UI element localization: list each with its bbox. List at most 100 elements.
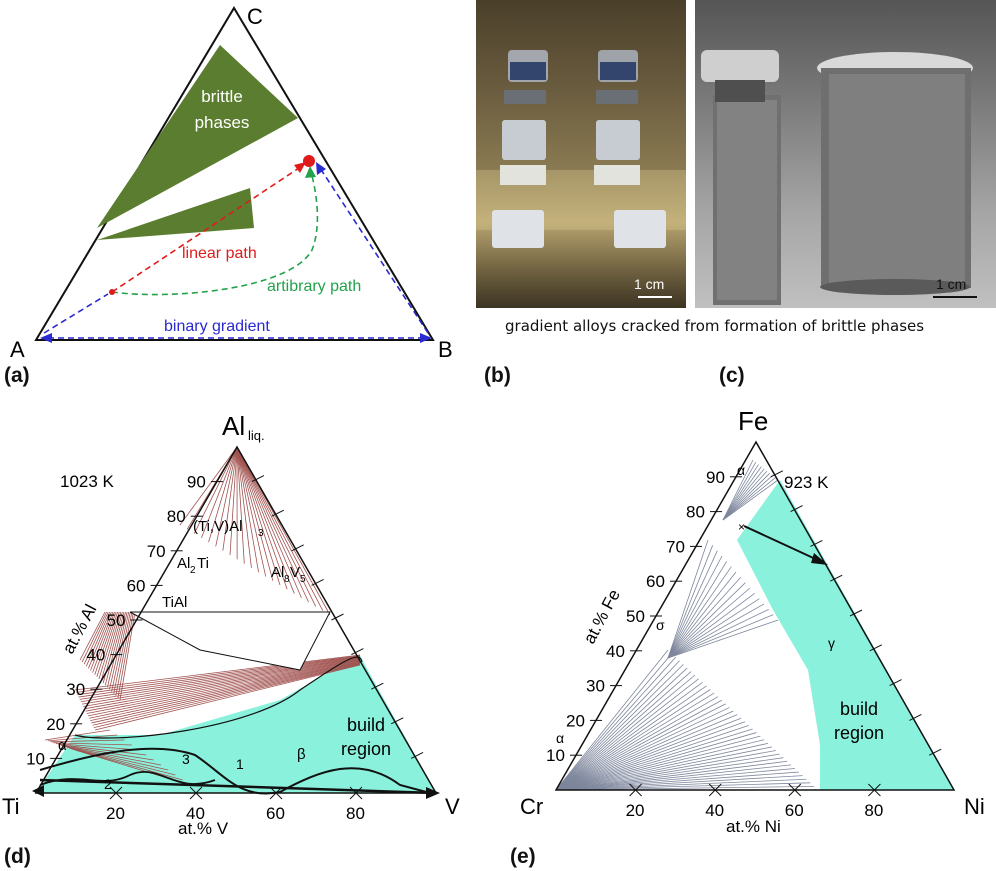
phase-al2ti-al: Al bbox=[177, 555, 190, 572]
tie-line bbox=[113, 611, 131, 694]
tie-line bbox=[236, 446, 252, 568]
tick-label: 10 bbox=[26, 749, 45, 768]
tie-line bbox=[83, 611, 109, 665]
tick-mark bbox=[629, 783, 642, 797]
tie-line bbox=[88, 611, 112, 669]
binary-b-segment bbox=[319, 167, 429, 334]
marker-e: × bbox=[738, 520, 745, 534]
build-boundary-d bbox=[74, 656, 363, 739]
tick-label: 80 bbox=[686, 503, 705, 522]
tick-label: 40 bbox=[606, 642, 625, 661]
tick-label: 20 bbox=[626, 801, 645, 820]
tie-line bbox=[667, 619, 779, 659]
tie-line bbox=[84, 659, 361, 710]
tick-mark bbox=[788, 783, 802, 797]
temp-label-d: 1023 K bbox=[60, 472, 115, 491]
tie-line bbox=[555, 732, 757, 791]
tie-line bbox=[106, 611, 126, 688]
alpha-bottom-e: α bbox=[556, 730, 564, 746]
brittle-phase-region-upper bbox=[97, 45, 298, 228]
path-arrow-right bbox=[426, 787, 440, 799]
gamma-e: γ bbox=[828, 635, 835, 651]
tie-line bbox=[555, 685, 707, 791]
tick-label: 70 bbox=[147, 542, 166, 561]
tie-line bbox=[722, 475, 773, 521]
binary-arrow-left bbox=[40, 333, 52, 343]
path-arrow-left bbox=[32, 785, 44, 797]
tie-line bbox=[236, 446, 309, 603]
tie-line bbox=[555, 728, 753, 791]
tie-line bbox=[555, 757, 784, 791]
panel-c-photo: 1 cm bbox=[695, 0, 996, 308]
build-label-d-1: build bbox=[347, 715, 385, 735]
tie-line bbox=[236, 446, 274, 581]
path-3-label: 3 bbox=[182, 751, 190, 767]
tie-line bbox=[555, 671, 692, 791]
tie-line bbox=[47, 734, 118, 742]
tie-line bbox=[667, 555, 723, 659]
build-label-e-1: build bbox=[840, 699, 878, 719]
phase-tial: TiAl bbox=[162, 594, 187, 611]
vertex-ti: Ti bbox=[2, 794, 20, 819]
tie-line bbox=[64, 745, 161, 766]
tie-line bbox=[555, 653, 673, 791]
tie-line bbox=[117, 611, 134, 698]
tie-line bbox=[555, 681, 703, 791]
tick-mark bbox=[770, 470, 784, 478]
tick-label: 70 bbox=[666, 537, 685, 556]
tie-line bbox=[236, 446, 288, 590]
tie-line bbox=[79, 656, 361, 700]
panel-a-diagram: brittle phases linear path artibrary pat… bbox=[10, 4, 453, 360]
tie-line bbox=[50, 739, 125, 743]
tie-line bbox=[555, 664, 684, 791]
tie-line bbox=[81, 611, 107, 663]
tick-mark bbox=[251, 475, 265, 483]
tick-label: 80 bbox=[167, 507, 186, 526]
phase-al8v5-v: V bbox=[290, 564, 300, 581]
tie-line bbox=[94, 611, 117, 675]
tick-mark bbox=[909, 713, 922, 721]
tie-line bbox=[555, 782, 811, 791]
tie-line bbox=[555, 674, 696, 791]
tick-label: 50 bbox=[107, 611, 126, 630]
tick-label: 60 bbox=[785, 801, 804, 820]
tie-line bbox=[179, 446, 238, 526]
tie-line bbox=[229, 446, 238, 556]
path-1-label: 1 bbox=[236, 756, 244, 772]
tie-line bbox=[236, 446, 302, 599]
tie-line bbox=[555, 689, 711, 791]
tick-mark bbox=[311, 578, 324, 586]
panel-a-label: (a) bbox=[4, 364, 30, 387]
tick-mark bbox=[849, 609, 863, 617]
tie-line bbox=[93, 664, 361, 729]
tie-line bbox=[667, 539, 709, 659]
tie-line bbox=[66, 746, 169, 771]
binary-arrow-right bbox=[420, 333, 432, 343]
tick-label: 40 bbox=[705, 801, 724, 820]
tick-label: 90 bbox=[187, 473, 206, 492]
tie-line bbox=[555, 771, 799, 791]
tie-lines-d bbox=[44, 446, 361, 786]
brittle-phase-region-lower bbox=[97, 188, 254, 240]
target-point bbox=[303, 155, 315, 167]
tie-line bbox=[104, 611, 125, 686]
vertex-ni: Ni bbox=[964, 794, 985, 819]
marker-arrow bbox=[743, 525, 823, 563]
tie-line bbox=[92, 611, 115, 673]
tie-line bbox=[667, 598, 760, 659]
tick-mark bbox=[291, 544, 304, 552]
vertex-b-label: B bbox=[438, 337, 453, 360]
tie-line bbox=[555, 678, 700, 791]
tie-line bbox=[722, 468, 765, 521]
tick-mark bbox=[189, 786, 203, 800]
tick-mark bbox=[708, 783, 722, 797]
tie-line bbox=[555, 703, 726, 791]
sigma-e: σ bbox=[656, 617, 665, 633]
arbitrary-arrow-head bbox=[305, 166, 316, 178]
tie-line bbox=[87, 661, 361, 717]
tie-line bbox=[555, 710, 734, 791]
phase-tivai3-sub: 3 bbox=[258, 528, 264, 539]
panel-b-photo: 1 cm bbox=[476, 0, 686, 308]
tick-label: 80 bbox=[346, 804, 365, 823]
